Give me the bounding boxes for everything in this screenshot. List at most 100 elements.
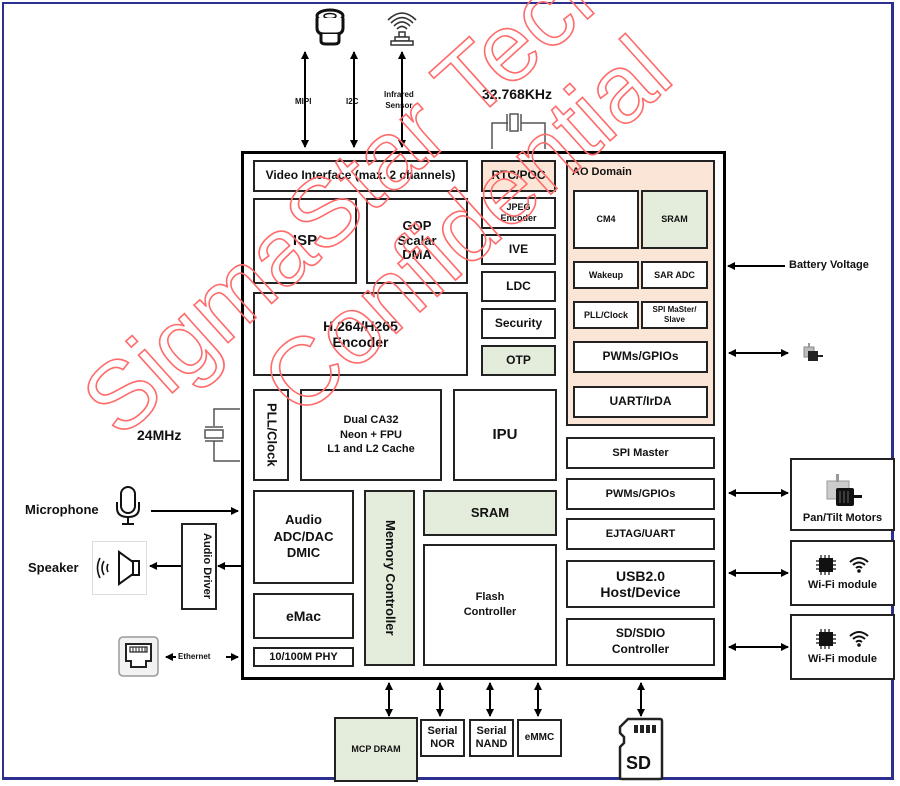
infrared-label-line2: Sensor: [385, 101, 413, 110]
ao-cm4-label: CM4: [596, 214, 616, 225]
soc-chip-outline: [241, 151, 726, 680]
emac-block: eMac: [253, 593, 354, 639]
ipu-label: IPU: [492, 426, 518, 444]
sd-card-icon: SD: [618, 717, 664, 781]
security-block: Security: [481, 308, 556, 339]
wifi-module-1-icons: [815, 554, 870, 575]
h264-label: H.264/H265: [323, 317, 398, 334]
ao-pll-clock-label: PLL/Clock: [583, 309, 628, 320]
ao-spi-block: SPI MaSter/ Slave: [641, 301, 708, 329]
pll-clock-label: PLL/Clock: [264, 403, 280, 467]
cpu-label-line2: Neon + FPU: [339, 428, 403, 441]
ao-sram-label: SRAM: [661, 214, 688, 225]
ethernet-port-icon: [118, 636, 159, 677]
scalar-label: Scalar: [397, 232, 437, 248]
ao-pll-clock-block: PLL/Clock: [573, 301, 639, 329]
wifi-icon: [848, 556, 869, 573]
cpu-block: Dual CA32 Neon + FPU L1 and L2 Cache: [300, 389, 442, 481]
h264-encoder-label: Encoder: [332, 334, 389, 350]
gop-label: GOP: [402, 217, 432, 233]
motor-small-icon: [803, 343, 823, 361]
otp-label: OTP: [506, 352, 531, 367]
flash-controller-block: Flash Controller: [423, 544, 557, 666]
rtc-poc-label: RTC/POC: [491, 168, 546, 183]
adc-dac-label: ADC/DAC: [273, 528, 334, 544]
otp-block: OTP: [481, 345, 556, 376]
infrared-label-line1: Infrared: [384, 90, 414, 99]
wifi-module-2-icons: [815, 628, 870, 649]
ao-pwm-label: PWMs/GPIOs: [602, 349, 679, 364]
ao-sar-adc-block: SAR ADC: [641, 261, 708, 289]
ao-spi-label-line1: SPI MaSter/: [652, 305, 697, 315]
video-interface-block: Video Interface (max. 2 channels): [253, 160, 468, 192]
ao-uart-block: UART/IrDA: [573, 386, 708, 418]
microphone-label: Microphone: [25, 502, 99, 517]
ldc-block: LDC: [481, 271, 556, 302]
flash-controller-label: Controller: [463, 606, 517, 618]
ao-domain-title: AO Domain: [572, 166, 632, 178]
mcp-dram-block: MCP DRAM: [334, 717, 418, 782]
isp-block: ISP: [253, 198, 357, 284]
wifi-module-2-label: Wi-Fi module: [808, 652, 877, 665]
serial-nand-label-line1: Serial: [476, 725, 507, 738]
serial-nand-block: Serial NAND: [469, 719, 514, 757]
video-interface-label: Video Interface (max. 2 channels): [265, 168, 456, 183]
cpu-label-line3: L1 and L2 Cache: [327, 443, 415, 456]
usb-host-device-label: Host/Device: [600, 584, 681, 600]
ive-block: IVE: [481, 234, 556, 265]
h264-encoder-block: H.264/H265 Encoder: [253, 292, 468, 376]
sd-card-shape: [618, 717, 664, 781]
speaker-icon: [92, 541, 147, 595]
pan-tilt-motor-icon: [826, 474, 862, 507]
sram-block: SRAM: [423, 490, 557, 536]
chip-icon: [815, 554, 836, 575]
i2c-label: I2C: [346, 96, 359, 107]
ive-label: IVE: [508, 241, 529, 256]
microphone-icon: [116, 486, 140, 525]
infrared-sensor-icon: [387, 12, 417, 46]
phy-label: 10/100M PHY: [269, 650, 338, 663]
ejtag-uart-block: EJTAG/UART: [566, 518, 715, 550]
infrared-label: Infrared Sensor: [384, 89, 414, 111]
serial-nor-block: Serial NOR: [420, 719, 465, 757]
mipi-label: MIPI: [295, 96, 312, 107]
audio-driver-label: Audio Driver: [201, 533, 213, 600]
gop-block: GOP Scalar DMA: [366, 198, 468, 284]
pwm-gpio-label: PWMs/GPIOs: [605, 487, 676, 500]
wifi-module-1-label: Wi-Fi module: [808, 578, 877, 591]
crystal-24mhz-label: 24MHz: [137, 427, 182, 443]
emmc-block: eMMC: [517, 719, 562, 757]
phy-block: 10/100M PHY: [253, 647, 354, 667]
encoder-label: Encoder: [500, 213, 537, 223]
memory-controller-label: Memory Controller: [382, 520, 398, 636]
ldc-label: LDC: [506, 278, 531, 293]
emmc-label: eMMC: [524, 732, 555, 744]
serial-nor-label-line2: NOR: [430, 738, 455, 750]
ao-sram-block: SRAM: [641, 190, 708, 249]
ao-wakeup-label: Wakeup: [588, 269, 624, 280]
jpeg-label: JPEG: [506, 201, 531, 212]
sram-label: SRAM: [470, 504, 510, 520]
ao-cm4-block: CM4: [573, 190, 639, 249]
serial-nor-label-line1: Serial: [427, 725, 458, 738]
audio-block: Audio ADC/DAC DMIC: [253, 490, 354, 584]
serial-nand-label-line2: NAND: [475, 738, 508, 750]
usb-label: USB2.0: [615, 567, 666, 584]
sdio-label: SD/SDIO: [615, 626, 666, 641]
camera-lens-icon: [315, 8, 345, 46]
jpeg-encoder-block: JPEG Encoder: [481, 197, 556, 229]
memory-controller-block: Memory Controller: [364, 490, 415, 666]
isp-label: ISP: [292, 232, 318, 250]
sdio-controller-label: Controller: [611, 642, 670, 656]
ejtag-uart-label: EJTAG/UART: [605, 527, 676, 540]
emac-label: eMac: [285, 607, 322, 624]
flash-label: Flash: [475, 591, 505, 604]
rtc-crystal-label: 32.768KHz: [482, 86, 553, 102]
rtc-poc-block: RTC/POC: [481, 160, 556, 192]
audio-label: Audio: [285, 511, 322, 527]
audio-driver-block: Audio Driver: [181, 523, 217, 610]
ao-spi-label-line2: Slave: [664, 315, 685, 324]
dma-label: DMA: [402, 247, 432, 263]
spi-master-label: SPI Master: [612, 446, 669, 459]
ao-wakeup-block: Wakeup: [573, 261, 639, 289]
